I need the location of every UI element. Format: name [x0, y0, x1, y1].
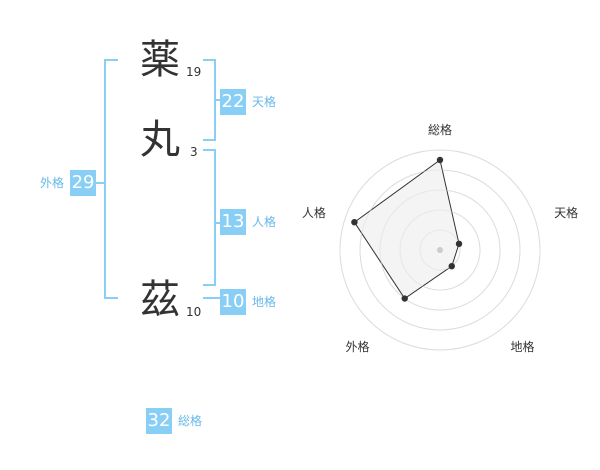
radar-axis-label-3: 地格 [511, 339, 535, 354]
radar-axis-label-4: 外格 [345, 339, 369, 354]
stroke-count-3: 10 [186, 305, 202, 319]
jinkaku-value: 13 [220, 209, 246, 235]
gaikaku-value: 29 [70, 170, 97, 196]
tenkaku-badge: 22 天格 [220, 89, 276, 115]
tenkaku-value: 22 [220, 89, 246, 115]
stroke-count-2: 3 [190, 145, 198, 159]
name-char-1: 薬 [140, 37, 180, 83]
radar-point-2 [455, 240, 463, 248]
jinkaku-badge: 13 人格 [220, 209, 276, 235]
stroke-count-1: 19 [186, 65, 202, 79]
radar-ring-overlay-3 [379, 189, 501, 311]
name-char-3: 茲 [140, 277, 180, 323]
radar-point-3 [448, 262, 455, 270]
radar-center-dot [437, 247, 443, 253]
radar-axis-label-2: 天格 [554, 205, 578, 220]
radar-ring-overlay-4 [359, 169, 521, 331]
soukaku-label: 総格 [178, 414, 203, 428]
tenkaku-label: 天格 [252, 95, 277, 109]
radar-point-4 [401, 295, 408, 302]
radar-axis-label-1: 総格 [428, 122, 452, 137]
gaikaku-badge: 29 外格 [40, 170, 97, 196]
radar-ring-overlay-5 [339, 149, 541, 351]
soukaku-badge: 32 総格 [146, 408, 202, 434]
radar-axis-label-5: 人格 [302, 205, 326, 220]
gaikaku-label: 外格 [40, 176, 65, 190]
jinkaku-label: 人格 [252, 215, 277, 229]
chikaku-value: 10 [220, 289, 246, 315]
radar-point-1 [436, 156, 444, 164]
radar-point-5 [351, 218, 358, 226]
radar-ring-overlay-1 [419, 229, 461, 271]
soukaku-value: 32 [146, 408, 172, 434]
chikaku-label: 地格 [252, 295, 277, 309]
radar-ring-overlay-2 [399, 209, 481, 291]
chikaku-badge: 10 地格 [220, 289, 276, 315]
radar-area [353, 159, 460, 300]
name-char-2: 丸 [140, 117, 180, 163]
